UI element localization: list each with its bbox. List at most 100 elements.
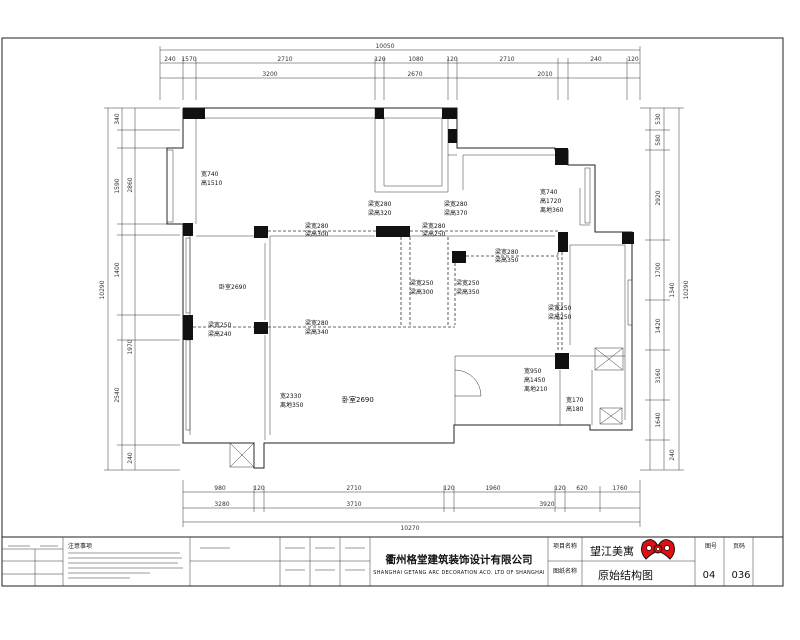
svg-text:2670: 2670 [407, 71, 422, 78]
svg-text:宽740: 宽740 [201, 170, 219, 178]
svg-text:梁高240: 梁高240 [208, 330, 232, 338]
duct-box [229, 442, 255, 468]
svg-text:340: 340 [114, 113, 121, 125]
svg-text:3160: 3160 [655, 368, 662, 383]
svg-text:梁高300: 梁高300 [410, 288, 434, 296]
svg-text:离地360: 离地360 [540, 206, 564, 214]
top-dimensions: 10050 240 1570 2710 120 1080 120 2710 24… [159, 43, 641, 100]
window-left-upper [166, 149, 174, 223]
svg-text:梁高250: 梁高250 [422, 230, 446, 238]
svg-text:240: 240 [669, 449, 676, 461]
svg-text:120: 120 [627, 56, 639, 63]
svg-text:离地210: 离地210 [524, 385, 548, 393]
svg-text:项目名称: 项目名称 [553, 542, 577, 550]
svg-text:高180: 高180 [566, 405, 584, 413]
svg-text:240: 240 [164, 56, 176, 63]
sheet-number: 04 [703, 570, 716, 581]
svg-text:2710: 2710 [499, 56, 514, 63]
window-left-lower [185, 339, 191, 431]
svg-text:1960: 1960 [485, 485, 500, 492]
svg-text:梁宽280: 梁宽280 [305, 222, 329, 230]
drawing-name: 原始结构图 [598, 568, 653, 582]
columns [183, 108, 634, 369]
svg-text:1760: 1760 [612, 485, 627, 492]
left-dimensions: 10290 340 1590 1400 2540 2860 1970 240 [99, 107, 180, 471]
svg-text:10290: 10290 [683, 280, 690, 299]
svg-text:1340: 1340 [669, 282, 676, 297]
svg-text:2010: 2010 [537, 71, 552, 78]
svg-text:580: 580 [655, 134, 662, 146]
svg-text:梁高350: 梁高350 [495, 256, 519, 264]
svg-text:梁宽250: 梁宽250 [208, 321, 232, 329]
top-total-dim: 10050 [375, 43, 394, 50]
svg-text:梁高320: 梁高320 [368, 209, 392, 217]
svg-text:页码: 页码 [733, 542, 745, 550]
svg-text:梁高250: 梁高250 [548, 313, 572, 321]
svg-text:1590: 1590 [114, 178, 121, 193]
svg-text:620: 620 [576, 485, 588, 492]
shaft-box-2 [599, 407, 623, 425]
svg-text:1970: 1970 [127, 339, 134, 354]
svg-text:梁宽250: 梁宽250 [456, 279, 480, 287]
svg-text:3200: 3200 [262, 71, 277, 78]
ceiling-height: 卧室2690 [342, 395, 374, 404]
svg-text:1420: 1420 [655, 318, 662, 333]
svg-text:离地350: 离地350 [280, 401, 304, 409]
svg-text:2710: 2710 [346, 485, 361, 492]
svg-text:3280: 3280 [214, 501, 229, 508]
svg-text:1640: 1640 [655, 412, 662, 427]
svg-text:120: 120 [374, 56, 386, 63]
window-left-mid [185, 237, 191, 314]
window-right-upper [584, 167, 591, 224]
beam-lines [193, 230, 563, 352]
svg-text:120: 120 [253, 485, 265, 492]
svg-text:2540: 2540 [114, 387, 121, 402]
svg-text:梁宽280: 梁宽280 [495, 248, 519, 256]
svg-text:梁宽280: 梁宽280 [305, 319, 329, 327]
svg-text:宽950: 宽950 [524, 367, 542, 375]
svg-text:高1510: 高1510 [201, 179, 222, 187]
svg-text:梁高340: 梁高340 [305, 328, 329, 336]
svg-text:980: 980 [214, 485, 226, 492]
page-number: 036 [731, 570, 750, 581]
svg-text:120: 120 [554, 485, 566, 492]
svg-text:图号: 图号 [705, 543, 717, 550]
svg-text:3710: 3710 [346, 501, 361, 508]
svg-text:宽170: 宽170 [566, 396, 584, 404]
svg-text:高1720: 高1720 [540, 197, 561, 205]
svg-text:宽740: 宽740 [540, 188, 558, 196]
title-block: 注意事项 衢州格堂建筑装饰设计有限公司 SHANGHAI GETANG ARC … [2, 537, 783, 587]
svg-text:1570: 1570 [181, 56, 196, 63]
svg-text:120: 120 [443, 485, 455, 492]
svg-text:梁高300: 梁高300 [305, 230, 329, 238]
right-dimensions: 10290 530 580 2920 1700 1420 3160 1640 1… [640, 107, 690, 471]
svg-text:3920: 3920 [539, 501, 554, 508]
red-bow-stamp [641, 539, 675, 560]
svg-text:梁高350: 梁高350 [456, 288, 480, 296]
door-arc [454, 369, 482, 397]
svg-text:梁宽280: 梁宽280 [444, 200, 468, 208]
window-right-mid [627, 279, 633, 326]
svg-text:高1450: 高1450 [524, 376, 545, 384]
bottom-dimensions: 980 120 2710 120 1960 120 620 1760 3280 … [182, 480, 641, 532]
notes-text-lines [8, 545, 365, 579]
svg-text:2710: 2710 [277, 56, 292, 63]
svg-text:梁高370: 梁高370 [444, 209, 468, 217]
svg-text:240: 240 [590, 56, 602, 63]
svg-text:梁宽250: 梁宽250 [410, 279, 434, 287]
svg-text:120: 120 [446, 56, 458, 63]
svg-text:2860: 2860 [127, 177, 134, 192]
svg-text:1700: 1700 [655, 262, 662, 277]
svg-text:卧室2690: 卧室2690 [219, 283, 246, 291]
svg-text:1400: 1400 [114, 262, 121, 277]
svg-text:10290: 10290 [99, 280, 106, 299]
svg-text:240: 240 [127, 452, 134, 464]
bottom-total-dim: 10270 [400, 525, 419, 532]
project-name: 望江美寓 [590, 544, 634, 558]
shaft-box-1 [594, 347, 624, 371]
svg-text:梁宽250: 梁宽250 [548, 304, 572, 312]
svg-text:2920: 2920 [655, 190, 662, 205]
svg-text:梁宽280: 梁宽280 [422, 222, 446, 230]
svg-text:530: 530 [655, 113, 662, 125]
